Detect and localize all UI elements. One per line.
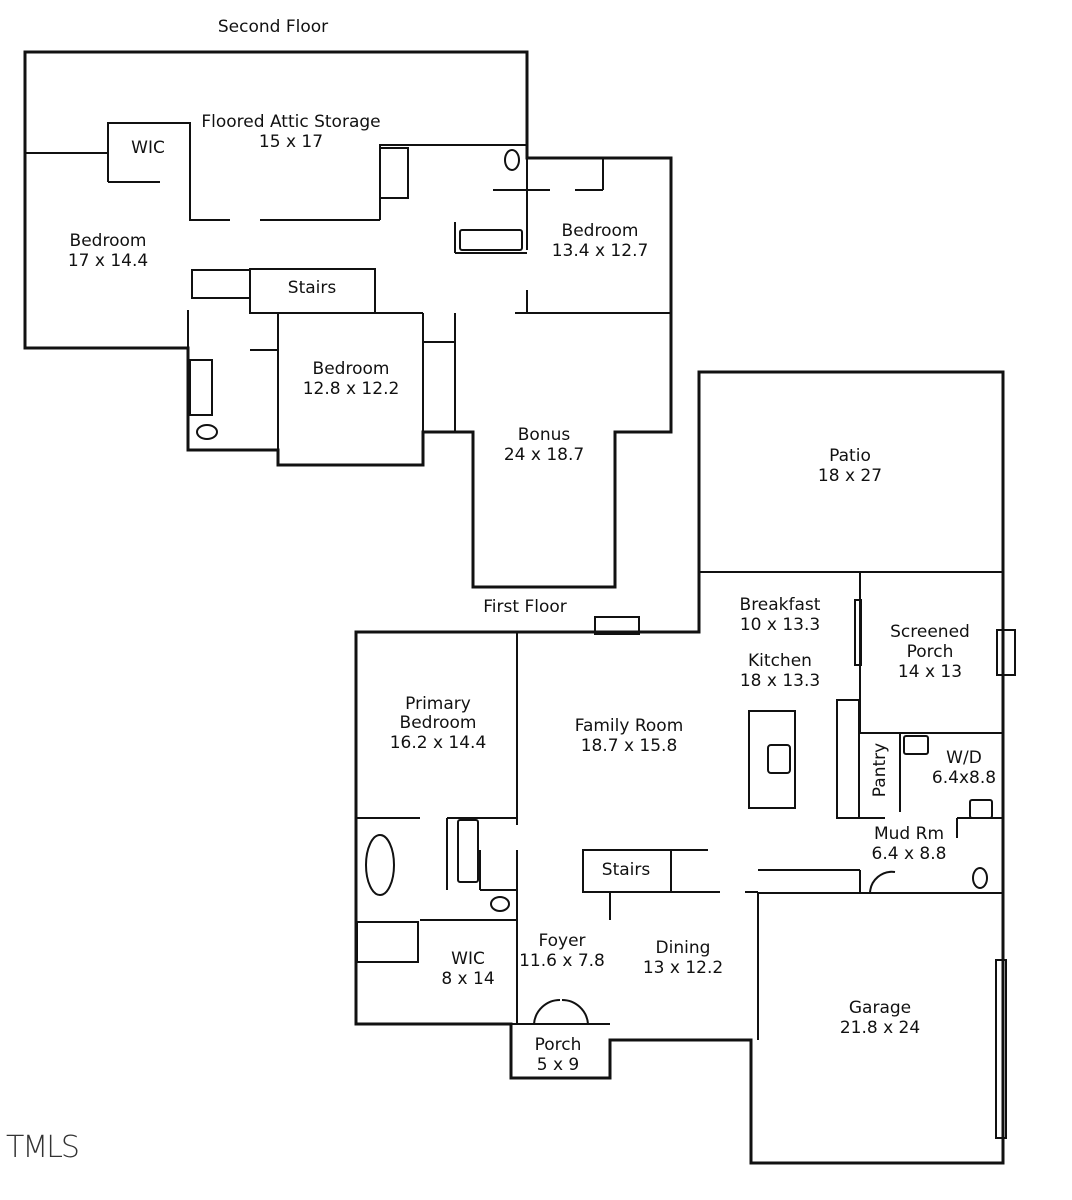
room-size: 8 x 14 <box>441 969 495 989</box>
room-name: Stairs <box>601 860 651 880</box>
room-size: 18 x 13.3 <box>739 671 821 691</box>
room-name: WIC <box>451 949 485 969</box>
room-size: 10 x 13.3 <box>739 615 821 635</box>
room-size: 13.4 x 12.7 <box>551 241 649 261</box>
room-size: 18 x 27 <box>817 466 883 486</box>
room-size: 18.7 x 15.8 <box>580 736 678 756</box>
room-name: Pantry <box>870 742 890 798</box>
room-name: Garage <box>848 998 912 1018</box>
room-pantry: Pantry <box>870 743 890 797</box>
room-size: 16.2 x 14.4 <box>389 733 487 753</box>
room-wic-upstairs: WIC <box>131 138 165 158</box>
room-size: 5 x 9 <box>536 1055 580 1075</box>
room-name: Bonus <box>517 425 571 445</box>
room-name: Breakfast <box>739 595 821 615</box>
room-name: Patio <box>829 446 871 466</box>
room-name: Screened Porch <box>890 622 970 662</box>
room-size: 15 x 17 <box>258 132 324 152</box>
second-floor-title: Second Floor <box>217 17 329 37</box>
room-name: Bedroom <box>312 359 390 379</box>
room-name: Kitchen <box>748 651 812 671</box>
first-floor-outline <box>354 370 1005 1165</box>
room-name: Bedroom <box>69 231 147 251</box>
room-size: 21.8 x 24 <box>839 1018 921 1038</box>
room-name: Family Room <box>574 716 684 736</box>
first-floor-title: First Floor <box>483 597 567 617</box>
room-name: Bedroom <box>561 221 639 241</box>
room-name: W/D <box>946 748 982 768</box>
room-size: 12.8 x 12.2 <box>302 379 400 399</box>
room-size: 17 x 14.4 <box>67 251 149 271</box>
room-size: 6.4 x 8.8 <box>871 844 947 864</box>
room-size: 14 x 13 <box>897 662 963 682</box>
room-size: 13 x 12.2 <box>642 958 724 978</box>
room-size: 24 x 18.7 <box>503 445 585 465</box>
second-floor-outline <box>23 50 673 589</box>
room-name: Foyer <box>538 931 586 951</box>
room-name: Dining <box>655 938 711 958</box>
room-stairs: Stairs <box>602 860 650 880</box>
tmls-logo: TMLS <box>6 1130 80 1165</box>
room-size: 6.4x8.8 <box>931 768 997 788</box>
room-name: Porch <box>534 1035 582 1055</box>
room-name: Floored Attic Storage <box>201 112 381 132</box>
room-stairs-upstairs: Stairs <box>288 278 336 298</box>
room-size: 11.6 x 7.8 <box>519 951 605 971</box>
room-name: Mud Rm <box>873 824 945 844</box>
room-name: Primary Bedroom <box>399 694 477 733</box>
room-name: WIC <box>131 138 165 158</box>
room-name: Stairs <box>287 278 337 298</box>
